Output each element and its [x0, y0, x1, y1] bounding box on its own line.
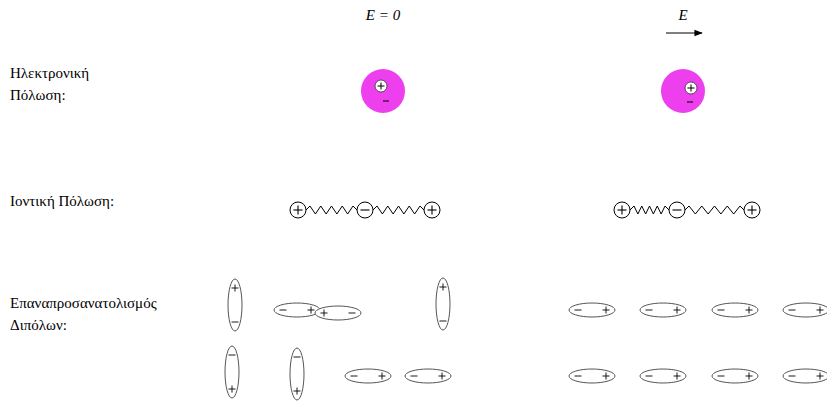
dipole — [640, 369, 686, 383]
dipole — [315, 306, 361, 320]
mechanism-label: Ιοντική Πόλωση: — [10, 190, 130, 212]
dipole — [712, 369, 758, 383]
dipole — [783, 303, 827, 317]
dipole — [640, 303, 686, 317]
dipole — [405, 369, 451, 383]
ion-chain — [614, 202, 760, 218]
field-label: E — [678, 4, 687, 26]
dipole — [225, 346, 239, 398]
ion-chain — [290, 202, 440, 218]
atom — [361, 69, 405, 113]
dipole — [345, 369, 391, 383]
dipole — [290, 348, 304, 400]
dipole — [436, 278, 450, 330]
atom — [661, 69, 705, 113]
field-label: E = 0 — [366, 4, 400, 26]
dipole — [569, 369, 615, 383]
dipole — [569, 303, 615, 317]
field-arrow — [666, 32, 702, 33]
dipole — [228, 279, 242, 331]
dipole — [712, 303, 758, 317]
mechanism-label: Επαναπροσανατολισμός Διπόλων: — [10, 292, 200, 336]
dipole — [274, 303, 320, 317]
dipole — [783, 369, 827, 383]
mechanism-label: Ηλεκτρονική Πόλωση: — [10, 62, 130, 106]
